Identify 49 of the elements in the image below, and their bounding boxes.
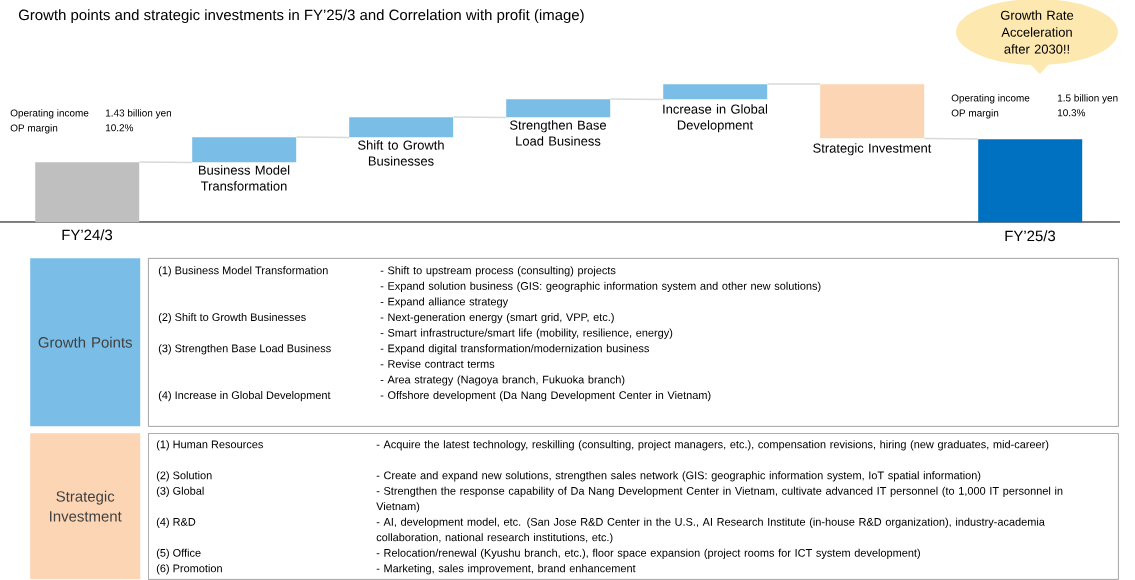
bullet-text: - Next-generation energy (smart grid, VPP, etc.) — [380, 313, 614, 324]
bullet-text: - Expand solution business (GIS: geographic information system and other new solutions) — [380, 281, 821, 292]
bullet-text: - Shift to upstream process (consulting) projects — [380, 266, 616, 277]
row-heading: (3) Strengthen Base Load Business — [158, 344, 331, 355]
connector-line — [923, 137, 979, 140]
category-box: Growth Points — [30, 258, 141, 427]
row-heading: (6) Promotion — [156, 564, 222, 575]
value-label: Operating income — [10, 109, 89, 119]
value-label: Operating income — [951, 94, 1030, 104]
bar-label: Shift to Growth Businesses — [358, 140, 444, 166]
bar-label: Increase in Global Development — [663, 104, 768, 133]
bullet-text: - Relocation/renewal (Kyushu branch, etc.), floor space expansion (project rooms for ICT system development) — [376, 548, 920, 559]
connector-line — [452, 116, 507, 119]
speech-bubble: Growth Rate Acceleration after 2030!! — [956, 0, 1118, 74]
value-label: 1.5 billion yen — [1057, 94, 1118, 104]
bullet-text: - Create and expand new solutions, strengthen sales network (GIS: geographic information system, IoT spatial information) — [376, 471, 981, 482]
row-heading: (4) R&D — [156, 517, 196, 528]
category-box: Strategic Investment — [30, 433, 141, 580]
row-heading: (3) Global — [156, 486, 204, 497]
row-heading: (1) Business Model Transformation — [158, 266, 328, 277]
bullet-text: - Revise contract terms — [380, 359, 495, 368]
bullet-text: - Marketing, sales improvement, brand enhancement — [376, 564, 636, 575]
bullet-text: - Expand alliance strategy — [380, 297, 509, 308]
bullet-text: - Offshore development (Da Nang Development Center in Vietnam) — [380, 391, 711, 402]
row-heading: (2) Solution — [156, 471, 212, 482]
row-heading: (2) Shift to Growth Businesses — [158, 313, 306, 324]
bullet-text: - Area strategy (Nagoya branch, Fukuoka branch) — [380, 375, 625, 386]
bullet-text: - Smart infrastructure/smart life (mobility, resilience, energy) — [380, 328, 673, 339]
row-heading: (5) Office — [156, 548, 201, 559]
value-label: OP margin — [951, 109, 999, 119]
value-label: 10.2% — [105, 124, 134, 132]
bullet-text: - Acquire the latest technology, reskilling (consulting, project managers, etc.), compensation revisions, hiring (new graduates, mid-career) — [376, 440, 1049, 451]
bar-label: Strengthen Base Load Business — [510, 120, 606, 146]
connector-line — [609, 98, 664, 101]
value-label: 1.43 billion yen — [105, 109, 171, 119]
bullet-text: - Strengthen the response capability of Da Nang Development Center in Vietnam, cultivate advanced IT personnel (to 1,000 IT personnel in Vietnam) — [376, 486, 1063, 513]
row-heading: (1) Human Resources — [156, 440, 263, 451]
title: Growth points and strategic investments in FY’25/3 and Correlation with profit (image) — [18, 9, 584, 24]
bullet-text: - Expand digital transformation/modernization business — [380, 344, 649, 355]
bar-label: FY’24/3 — [62, 229, 113, 241]
bar-label: Business Model Transformation — [199, 165, 290, 191]
value-label: OP margin — [10, 124, 58, 134]
bar-label: FY’25/3 — [1005, 230, 1056, 242]
bullet-text: - AI, development model, etc. (San Jose R&D Center in the U.S., AI Research Institute (in-house R&D organization), industry-academia collaboration, national research institutions, etc.) — [376, 517, 1045, 544]
bar-label: Strategic Investment — [813, 143, 932, 156]
row-heading: (4) Increase in Global Development — [158, 391, 331, 402]
connector-line — [295, 136, 350, 139]
value-label: 10.3% — [1057, 109, 1086, 117]
connector-line — [138, 161, 193, 164]
